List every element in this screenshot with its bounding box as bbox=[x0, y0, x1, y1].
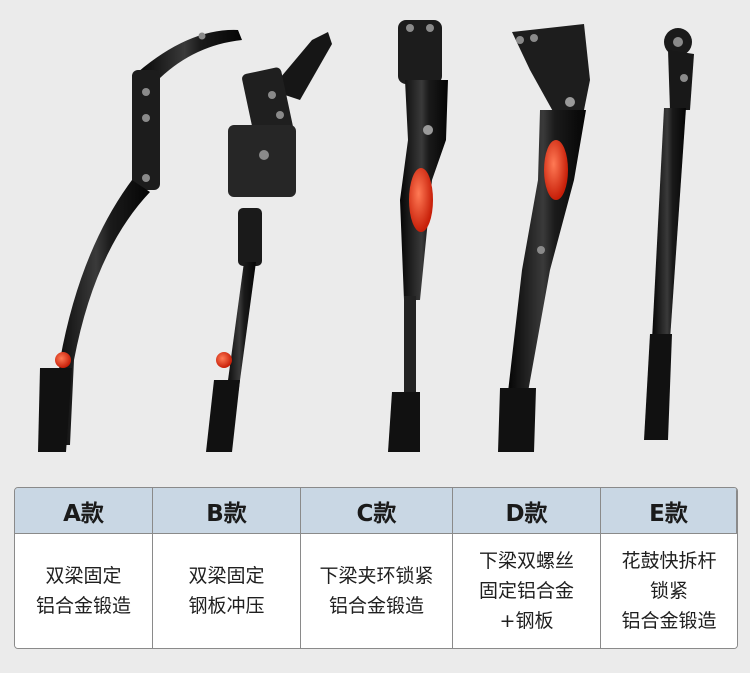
kickstand-c bbox=[388, 20, 448, 452]
kickstand-e bbox=[644, 28, 694, 440]
header-cell-d: D款 bbox=[453, 488, 601, 534]
desc-cell-a: 双梁固定 铝合金锻造 bbox=[15, 534, 153, 648]
desc-line: 铝合金锻造 bbox=[621, 610, 717, 632]
desc-line: 下梁夹环锁紧 bbox=[319, 565, 434, 587]
header-cell-b: B款 bbox=[153, 488, 301, 534]
kickstand-b bbox=[206, 32, 332, 452]
desc-line: 花鼓快拆杆 bbox=[621, 550, 717, 572]
desc-cell-c: 下梁夹环锁紧 铝合金锻造 bbox=[301, 534, 453, 648]
header-cell-c: C款 bbox=[301, 488, 453, 534]
desc-cell-b: 双梁固定 钢板冲压 bbox=[153, 534, 301, 648]
kickstand-d bbox=[498, 24, 590, 452]
desc-cell-e: 花鼓快拆杆 锁紧 铝合金锻造 bbox=[601, 534, 737, 648]
desc-line: +钢板 bbox=[499, 610, 554, 632]
desc-line: 双梁固定 bbox=[45, 565, 122, 587]
comparison-table: A款 B款 C款 D款 E款 双梁固定 铝合金锻造 双梁固定 钢板冲压 下梁夹环… bbox=[14, 487, 738, 649]
desc-line: 固定铝合金 bbox=[478, 580, 574, 602]
desc-line: 钢板冲压 bbox=[188, 595, 265, 617]
desc-cell-d: 下梁双螺丝 固定铝合金 +钢板 bbox=[453, 534, 601, 648]
desc-line: 铝合金锻造 bbox=[328, 595, 424, 617]
reflector-icon bbox=[544, 140, 568, 200]
reflector-icon bbox=[216, 352, 232, 368]
product-photo bbox=[38, 20, 694, 452]
desc-line: 锁紧 bbox=[649, 580, 688, 602]
desc-line: 下梁双螺丝 bbox=[478, 550, 574, 572]
reflector-icon bbox=[55, 352, 71, 368]
desc-line: 铝合金锻造 bbox=[35, 595, 131, 617]
kickstand-a bbox=[38, 29, 242, 452]
header-cell-e: E款 bbox=[601, 488, 737, 534]
desc-line: 双梁固定 bbox=[188, 565, 265, 587]
reflector-icon bbox=[409, 168, 433, 232]
header-cell-a: A款 bbox=[15, 488, 153, 534]
